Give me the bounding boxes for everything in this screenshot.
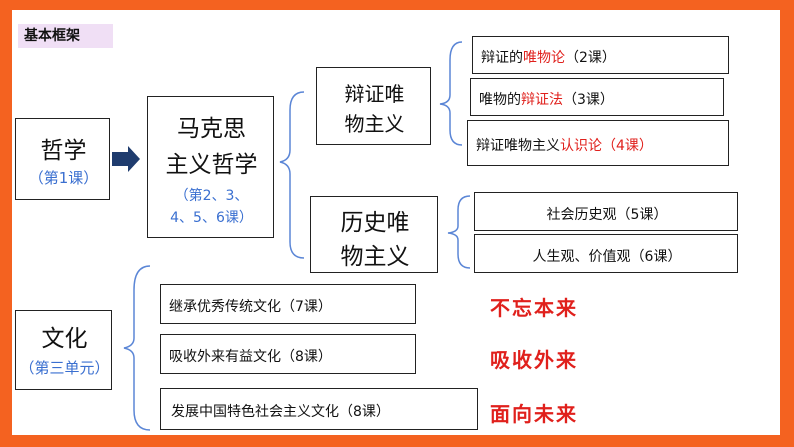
lesson-4-box: 辩证唯物主义认识论（4课） [467,120,729,166]
dialectical-box: 辩证唯 物主义 [316,67,431,145]
culture-box: 文化 （第三单元） [15,310,112,390]
marxism-box: 马克思 主义哲学 （第2、3、 4、5、6课） [147,96,274,238]
historical-line1: 历史唯 [340,210,410,236]
lesson-6-box: 人生观、价值观（6课） [474,234,738,273]
lesson-5-text: 社会历史观（5课） [546,207,668,223]
culture-item-1: 继承优秀传统文化（7课） [169,299,332,315]
lesson-2-post: （2课） [565,50,616,66]
brace-dialectical [439,41,463,146]
marxism-note1: （第2、3、 [174,188,249,204]
culture-item-2-box: 吸收外来有益文化（8课） [160,334,416,374]
marxism-line2: 主义哲学 [165,152,258,178]
dialectical-line1: 辩证唯 [344,82,405,106]
lesson-3-box: 唯物的辩证法（3课） [470,78,724,116]
lesson-2-red: 唯物论 [523,50,565,66]
dialectical-line2: 物主义 [344,112,405,136]
lesson-2-pre: 辩证的 [481,50,523,66]
brace-historical [447,195,471,269]
lesson-2-text: 辩证的唯物论（2课） [481,47,616,67]
marxism-note2: 4、5、6课） [170,210,253,226]
culture-note: （第三单元） [19,359,110,377]
historical-box: 历史唯 物主义 [310,196,438,273]
marxism-line1: 马克思 [177,116,246,142]
right-arrow-icon [112,146,140,172]
philosophy-title: 哲学 [40,138,87,164]
lesson-6-text: 人生观、价值观（6课） [532,249,682,265]
lesson-3-pre: 唯物的 [479,92,521,108]
culture-title: 文化 [41,326,88,352]
culture-item-3-box: 发展中国特色社会主义文化（8课） [160,388,478,430]
brace-marxism [279,91,305,259]
lesson-4-red: 认识论（4课） [560,138,653,154]
lesson-3-post: （3课） [563,92,614,108]
motto-3: 面向未来 [490,402,578,426]
culture-item-3: 发展中国特色社会主义文化（8课） [171,404,390,420]
section-tag: 基本框架 [18,24,113,48]
motto-1: 不忘本来 [490,296,578,320]
lesson-2-box: 辩证的唯物论（2课） [472,36,729,74]
lesson-5-box: 社会历史观（5课） [474,192,738,231]
lesson-3-red: 辩证法 [521,92,563,108]
lesson-4-text: 辩证唯物主义认识论（4课） [476,135,653,155]
lesson-4-pre: 辩证唯物主义 [476,138,560,154]
culture-item-2: 吸收外来有益文化（8课） [169,349,332,365]
historical-line2: 物主义 [340,244,410,270]
brace-culture [123,265,151,431]
philosophy-box: 哲学 （第1课） [15,118,110,200]
motto-2: 吸收外来 [490,348,578,372]
philosophy-note: （第1课） [28,169,99,187]
lesson-3-text: 唯物的辩证法（3课） [479,89,614,109]
culture-item-1-box: 继承优秀传统文化（7课） [160,284,416,324]
